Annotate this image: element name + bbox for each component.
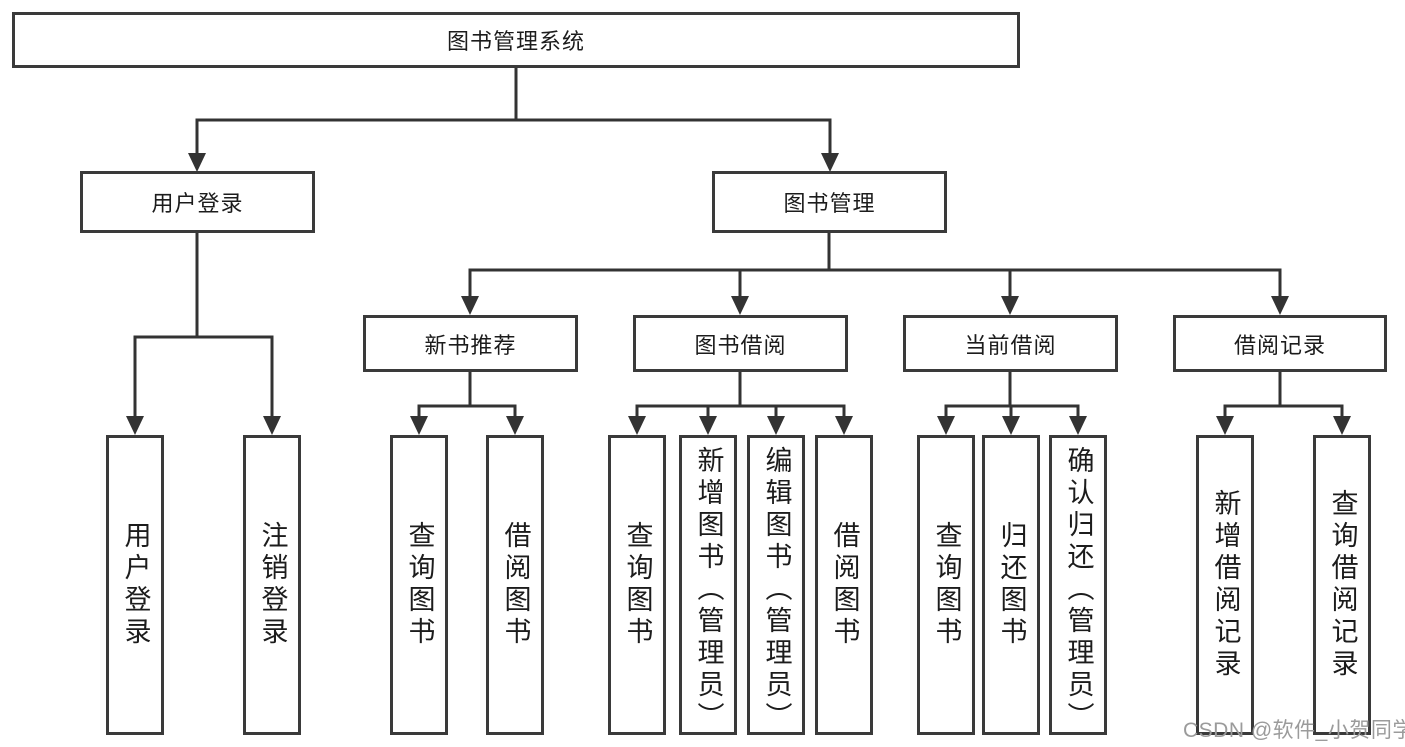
node-book-management: 图书管理 <box>712 171 947 233</box>
edge-root-to-level2 <box>188 68 839 172</box>
leaf-current-confirm-return-admin: 确认归还（管理员） <box>1049 435 1107 735</box>
edge-book-borrowing-to-children <box>628 372 853 435</box>
csdn-watermark: CSDN @软件_小贺同学 <box>1183 719 1405 742</box>
leaf-records-add-record: 新增借阅记录 <box>1196 435 1254 735</box>
edge-borrow-records-to-children <box>1216 372 1351 435</box>
leaf-records-query-record: 查询借阅记录 <box>1313 435 1371 735</box>
edge-new-book-to-children <box>410 372 524 435</box>
node-root: 图书管理系统 <box>12 12 1020 68</box>
edge-current-borrowing-to-children <box>937 372 1087 435</box>
leaf-borrowing-edit-books-admin: 编辑图书（管理员） <box>747 435 805 735</box>
node-book-borrowing: 图书借阅 <box>633 315 848 372</box>
leaf-newbook-query-books: 查询图书 <box>390 435 448 735</box>
edge-book-management-to-level3 <box>461 233 1289 315</box>
node-current-borrowing: 当前借阅 <box>903 315 1118 372</box>
leaf-user-logout: 注销登录 <box>243 435 301 735</box>
leaf-current-return-books: 归还图书 <box>982 435 1040 735</box>
leaf-current-query-books: 查询图书 <box>917 435 975 735</box>
leaf-newbook-borrow-books: 借阅图书 <box>486 435 544 735</box>
leaf-borrowing-query-books: 查询图书 <box>608 435 666 735</box>
node-new-book-recommend: 新书推荐 <box>363 315 578 372</box>
node-user-login-module: 用户登录 <box>80 171 315 233</box>
node-borrowing-records: 借阅记录 <box>1173 315 1387 372</box>
edge-user-login-to-children <box>126 233 281 435</box>
leaf-borrowing-borrow-books: 借阅图书 <box>815 435 873 735</box>
leaf-borrowing-add-books-admin: 新增图书（管理员） <box>679 435 737 735</box>
leaf-user-login: 用户登录 <box>106 435 164 735</box>
